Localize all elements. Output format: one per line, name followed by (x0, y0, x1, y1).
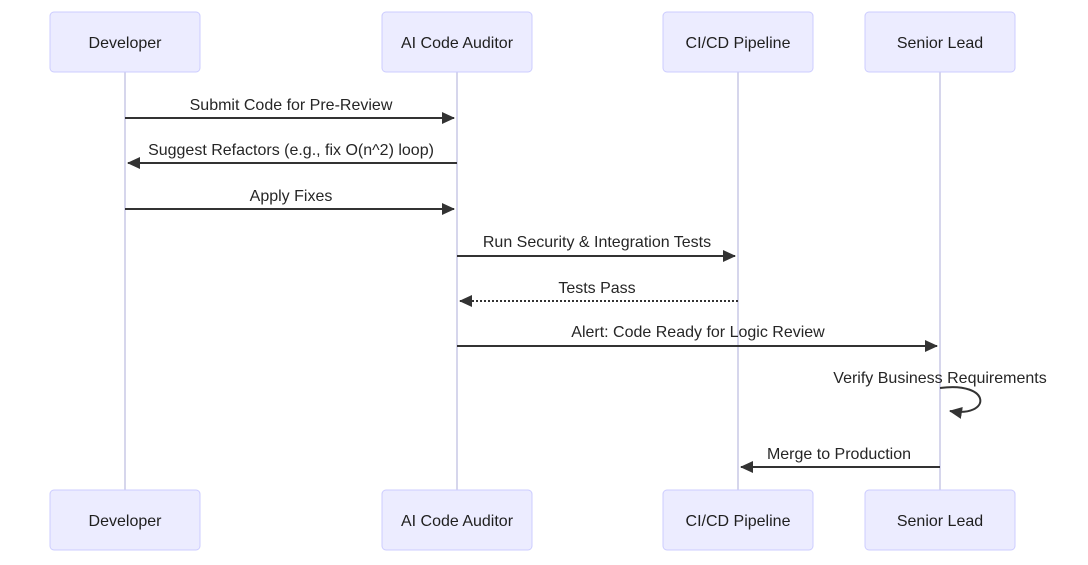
message-label: Alert: Code Ready for Logic Review (571, 324, 825, 341)
message-tests-pass: Tests Pass (459, 280, 738, 307)
actor-box (864, 11, 1016, 73)
actor-label: AI Code Auditor (401, 35, 514, 52)
message-label: Suggest Refactors (e.g., fix O(n^2) loop… (148, 142, 434, 159)
participant-bottom-developer: Developer (49, 489, 201, 551)
actor-label: CI/CD Pipeline (686, 35, 791, 52)
actor-box (49, 489, 201, 551)
actor-label: AI Code Auditor (401, 513, 514, 530)
participant-top-ai-code-auditor: AI Code Auditor (381, 11, 533, 73)
actor-label: CI/CD Pipeline (686, 513, 791, 530)
actor-label: Developer (89, 513, 163, 530)
actor-box (662, 489, 814, 551)
message-suggest-refactors: Suggest Refactors (e.g., fix O(n^2) loop… (127, 142, 457, 169)
participant-top-cicd-pipeline: CI/CD Pipeline (662, 11, 814, 73)
actor-box (662, 11, 814, 73)
message-run-tests: Run Security & Integration Tests (457, 234, 736, 262)
message-apply-fixes: Apply Fixes (125, 188, 455, 215)
message-alert-ready: Alert: Code Ready for Logic Review (457, 324, 938, 352)
message-label: Verify Business Requirements (833, 370, 1046, 387)
message-label: Tests Pass (558, 280, 635, 297)
message-label: Run Security & Integration Tests (483, 234, 711, 251)
actor-box (381, 11, 533, 73)
participant-bottom-cicd-pipeline: CI/CD Pipeline (662, 489, 814, 551)
participant-top-developer: Developer (49, 11, 201, 73)
message-label: Apply Fixes (250, 188, 333, 205)
self-loop-arrow (939, 386, 982, 419)
message-submit-code: Submit Code for Pre-Review (125, 97, 455, 124)
actor-label: Senior Lead (897, 35, 983, 52)
actor-label: Developer (89, 35, 163, 52)
participant-bottom-senior-lead: Senior Lead (864, 489, 1016, 551)
message-label: Merge to Production (767, 446, 911, 463)
actor-box (381, 489, 533, 551)
actor-label: Senior Lead (897, 513, 983, 530)
actor-box (49, 11, 201, 73)
participant-top-senior-lead: Senior Lead (864, 11, 1016, 73)
message-verify-requirements: Verify Business Requirements (833, 370, 1047, 419)
message-label: Submit Code for Pre-Review (190, 97, 393, 114)
message-merge-production: Merge to Production (740, 446, 940, 473)
participant-bottom-ai-code-auditor: AI Code Auditor (381, 489, 533, 551)
actor-box (864, 489, 1016, 551)
